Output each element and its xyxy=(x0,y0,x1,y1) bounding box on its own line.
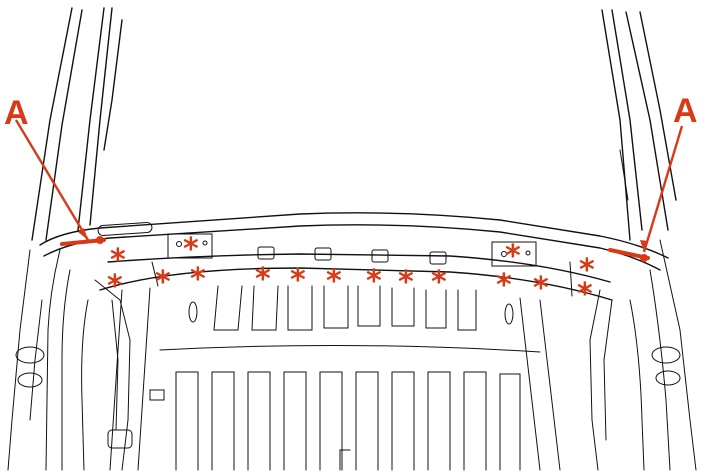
spot-weld-marker: * xyxy=(183,232,199,267)
left-callout-leader xyxy=(14,119,90,241)
right-seam-dot xyxy=(640,254,648,262)
left-bracket xyxy=(167,233,213,259)
panel-holes xyxy=(257,246,447,265)
spot-weld-marker: * xyxy=(255,262,271,297)
spot-weld-marker: * xyxy=(326,264,342,299)
left-callout-label: A xyxy=(4,94,29,132)
spot-weld-marker: * xyxy=(533,271,549,306)
spot-weld-marker: * xyxy=(505,239,521,274)
spot-weld-marker: * xyxy=(579,253,595,288)
right-side-structure xyxy=(589,9,697,471)
spot-weld-marker: * xyxy=(190,262,206,297)
spot-weld-marker: * xyxy=(577,277,593,312)
spot-weld-markers: * * * * * * * * * * * * * * * * xyxy=(107,232,595,312)
left-seam-dot xyxy=(96,236,104,244)
spot-weld-marker: * xyxy=(110,243,126,278)
spot-weld-marker: * xyxy=(366,264,382,299)
left-side-structure xyxy=(7,7,165,471)
spot-weld-marker: * xyxy=(290,263,306,298)
floor-ribs-upper xyxy=(109,285,514,471)
spot-weld-marker: * xyxy=(107,269,123,304)
right-callout-arrowhead xyxy=(640,240,648,252)
left-callout: A xyxy=(4,94,106,246)
right-callout: A xyxy=(608,92,698,262)
floor-ribs-lower xyxy=(159,297,561,471)
left-callout-arrowhead xyxy=(78,228,88,240)
rear-cross-member xyxy=(39,212,669,301)
right-callout-leader xyxy=(642,125,684,253)
spot-weld-marker: * xyxy=(496,268,512,303)
spot-weld-marker: * xyxy=(155,265,171,300)
spot-weld-marker: * xyxy=(431,265,447,300)
right-bracket xyxy=(491,241,537,267)
right-callout-label: A xyxy=(673,92,698,130)
spot-weld-marker: * xyxy=(398,265,414,300)
